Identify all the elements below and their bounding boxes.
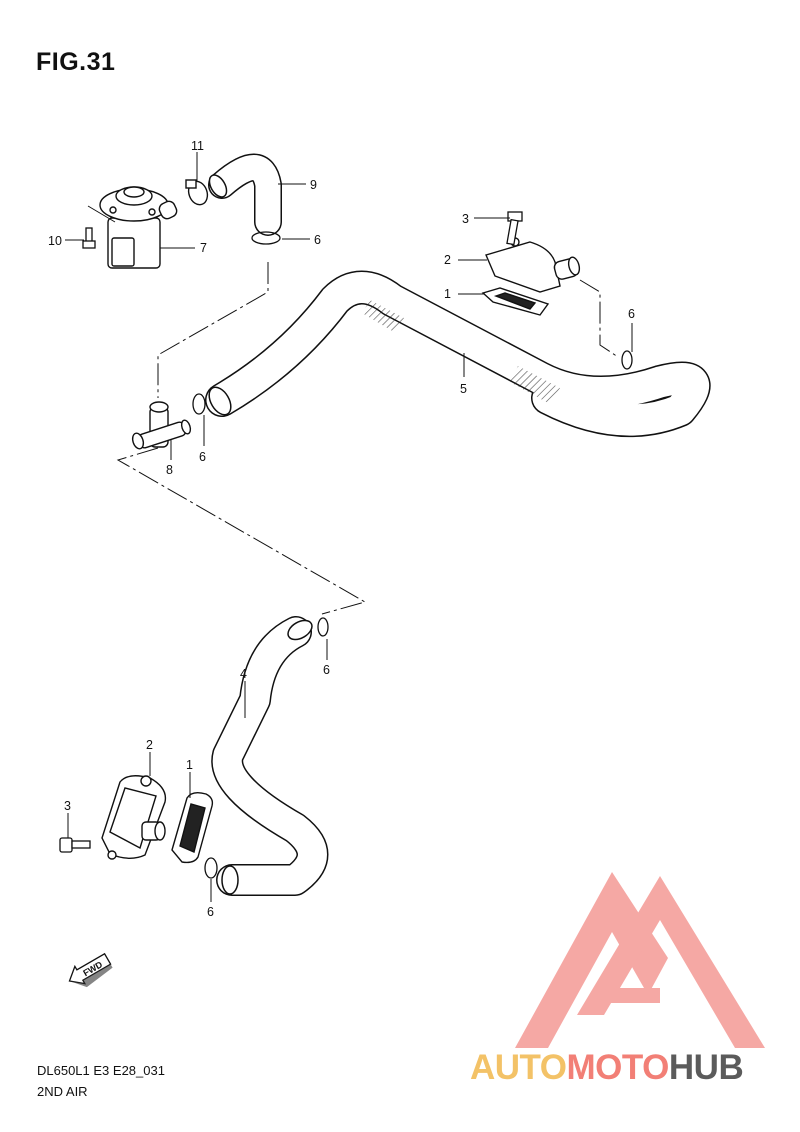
callout-6-pipe-8: 6 bbox=[199, 450, 206, 464]
logo-part-moto: MOTO bbox=[566, 1048, 670, 1087]
callout-3-lower: 3 bbox=[64, 799, 71, 813]
callout-1-upper: 1 bbox=[444, 287, 451, 301]
clip-6-hose-4-bottom bbox=[204, 857, 218, 879]
clip-6-hose-9 bbox=[251, 231, 281, 245]
bolt-10 bbox=[82, 227, 96, 249]
callout-8: 8 bbox=[166, 463, 173, 477]
clamp-11 bbox=[185, 179, 209, 206]
hose-9 bbox=[208, 153, 282, 236]
clip-6-hose-4-top bbox=[317, 617, 329, 637]
connection-line-lower bbox=[116, 447, 367, 615]
reed-valve-cover-2-lower bbox=[101, 775, 167, 860]
callout-6-hose-4-bottom: 6 bbox=[207, 905, 214, 919]
reed-valve-gasket-1-lower bbox=[171, 791, 214, 864]
valve-7 bbox=[99, 186, 178, 269]
pipe-8 bbox=[131, 401, 192, 450]
callout-3-upper: 3 bbox=[462, 212, 469, 226]
footer-model-code: DL650L1 E3 E28_031 bbox=[37, 1063, 165, 1078]
clips-6 bbox=[192, 231, 633, 879]
bolt-3-upper bbox=[506, 211, 523, 246]
callout-numbers: 11 9 10 7 6 3 2 1 6 5 8 6 6 4 2 1 3 6 bbox=[48, 139, 635, 919]
clip-6-pipe-8 bbox=[192, 393, 206, 415]
logo-part-auto: AUTO bbox=[470, 1048, 567, 1087]
clip-6-upper-right bbox=[621, 350, 633, 370]
callout-5: 5 bbox=[460, 382, 467, 396]
callout-1-lower: 1 bbox=[186, 758, 193, 772]
leader-lines bbox=[65, 152, 633, 902]
callout-2-lower: 2 bbox=[146, 738, 153, 752]
connection-lines bbox=[116, 262, 619, 615]
reed-valve-gasket-1-upper bbox=[481, 287, 550, 316]
reed-valve-cover-2-upper bbox=[485, 237, 581, 293]
callout-6-hose-4-top: 6 bbox=[323, 663, 330, 677]
callout-11: 11 bbox=[191, 139, 204, 153]
figure-title: FIG.31 bbox=[36, 48, 116, 76]
callout-2-upper: 2 bbox=[444, 253, 451, 267]
callout-9: 9 bbox=[310, 178, 317, 192]
hose-5 bbox=[205, 270, 711, 438]
logo-wordmark: AUTOMOTOHUB bbox=[470, 1048, 744, 1088]
hose-4 bbox=[211, 616, 329, 896]
bolt-3-lower bbox=[59, 837, 91, 853]
connection-line-upper bbox=[157, 262, 269, 398]
callout-7: 7 bbox=[200, 241, 207, 255]
callout-6-upper-right: 6 bbox=[628, 307, 635, 321]
callout-4: 4 bbox=[240, 667, 247, 681]
logo-part-hub: HUB bbox=[668, 1048, 744, 1087]
logo-emblem bbox=[515, 872, 765, 1048]
connection-line-right bbox=[579, 279, 619, 358]
fwd-arrow: FWD bbox=[68, 952, 113, 988]
callout-10: 10 bbox=[48, 234, 62, 248]
footer-section-name: 2ND AIR bbox=[37, 1084, 88, 1099]
callout-6-hose-9: 6 bbox=[314, 233, 321, 247]
